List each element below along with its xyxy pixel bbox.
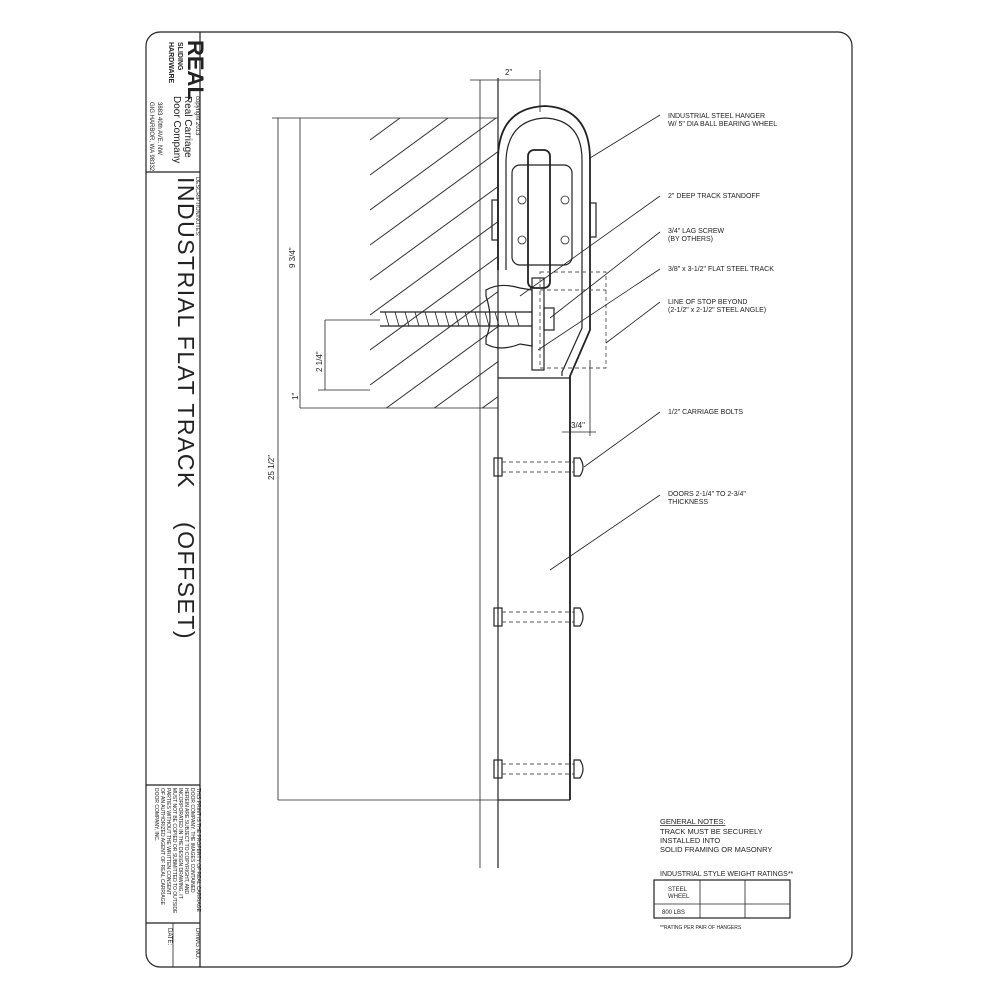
callout-stop-l2: (2-1/2" x 2-1/2" STEEL ANGLE) <box>668 307 766 314</box>
notice-line: OF AN AUTHORIZED AGENT OF REAL CARRIAGE <box>159 788 165 906</box>
general-notes: GENERAL NOTES: TRACK MUST BE SECURELY IN… <box>660 817 772 854</box>
notice-line: PARTIES WITHOUT THE WRITTEN CONSENT <box>165 788 171 895</box>
stop-angle-dashed <box>539 271 607 369</box>
logo-sub-hardware: HARDWARE <box>167 42 174 84</box>
date-label: DATE: <box>166 928 172 946</box>
wall-hatched <box>300 78 499 868</box>
callout-carriage-bolts: 1/2" CARRIAGE BOLTS <box>668 409 743 416</box>
door-panel <box>278 377 584 801</box>
hanger-assembly <box>380 105 607 800</box>
dim-top-to-track: 9 3/4" <box>288 247 297 268</box>
carriage-bolt <box>493 457 584 477</box>
weight-row-label-l1: STEEL <box>668 887 688 893</box>
weight-value: 800 LBS <box>662 910 685 916</box>
weight-row-label-l2: WHEEL <box>668 894 690 900</box>
callout-lag-screw-l1: 3/4" LAG SCREW <box>668 228 725 235</box>
callout-hanger-l2: W/ 5" DIA BALL BEARING WHEEL <box>668 121 777 128</box>
drawing-title: INDUSTRIAL FLAT TRACK <box>173 177 199 489</box>
logo-sub-sliding: SLIDING <box>176 42 183 71</box>
sheet-border <box>145 31 853 968</box>
weight-ratings-table: INDUSTRIAL STYLE WEIGHT RATINGS** STEEL … <box>653 871 794 931</box>
drawing-subtitle: (OFFSET) <box>173 522 199 640</box>
property-notice: THIS PRINT IS THE PROPERTY OF REAL CARRI… <box>153 788 201 914</box>
dim-hanger-width: 2" <box>505 68 512 77</box>
general-notes-line: INSTALLED INTO <box>660 836 720 845</box>
callout-standoff: 2" DEEP TRACK STANDOFF <box>668 193 760 200</box>
hanger-strap-inner <box>505 117 583 376</box>
general-notes-line: TRACK MUST BE SECURELY <box>660 827 763 836</box>
notice-line: DOOR COMPANY. THE IMAGES CONTAINED <box>189 788 195 893</box>
copyright: copyright 2013 <box>194 96 200 136</box>
weight-footnote: **RATING PER PAIR OF HANGERS <box>660 925 742 931</box>
drawing-no-label: DRWG NO. <box>194 928 200 960</box>
flat-steel-track <box>531 277 545 371</box>
dim-offset: 3/4" <box>571 421 585 430</box>
notice-line: HEREIN ARE SUBJECT TO COPYRIGHT, AND <box>183 788 189 895</box>
dimensions: 2" 9 3/4" 2 1/4" 1" 25 1/2" 3/4" <box>267 68 596 868</box>
notice-line: MUST NOT BE COPIED OR SUBMITTED TO OUTSI… <box>171 788 177 914</box>
logo-word: REAL <box>183 40 208 100</box>
weight-ratings-heading: INDUSTRIAL STYLE WEIGHT RATINGS** <box>660 871 794 878</box>
callouts: INDUSTRIAL STEEL HANGER W/ 5" DIA BALL B… <box>519 113 777 571</box>
address-line-1: 3883 40th AVE. NW <box>156 102 162 155</box>
notice-line: DOOR COMPANY, INC. <box>153 788 159 841</box>
address-line-2: GIG HARBOR, WA 98332 <box>148 102 154 172</box>
notice-line: INCORPORATED IN THE DESIGN DRAWING. IT <box>177 788 183 899</box>
dim-overall-height: 25 1/2" <box>267 455 276 480</box>
callout-lag-screw-l2: (BY OTHERS) <box>668 236 713 243</box>
dim-bolt-spacing: 2 1/4" <box>315 351 324 372</box>
description-label: DESCRIPTION/NOTES: <box>194 177 200 237</box>
carriage-bolt <box>493 759 584 779</box>
company-line-1: Real Carriage <box>182 96 193 158</box>
callout-hanger-l1: INDUSTRIAL STEEL HANGER <box>668 113 765 120</box>
hanger-strap <box>497 105 591 800</box>
general-notes-heading: GENERAL NOTES: <box>660 817 726 826</box>
company-line-2: Door Company <box>171 96 182 163</box>
wheel-body <box>511 164 573 266</box>
track-standoff <box>485 284 533 349</box>
notice-line: THIS PRINT IS THE PROPERTY OF REAL CARRI… <box>195 788 201 913</box>
title-block: REAL SLIDING HARDWARE 3883 40th AVE. NW … <box>146 32 208 967</box>
callout-door-l2: THICKNESS <box>668 499 708 506</box>
carriage-bolt <box>493 607 584 627</box>
callout-stop-l1: LINE OF STOP BEYOND <box>668 299 748 306</box>
callout-door-l1: DOORS 2-1/4" TO 2-3/4" <box>668 491 746 498</box>
lag-screw <box>380 307 555 331</box>
callout-track: 3/8" x 3-1/2" FLAT STEEL TRACK <box>668 266 774 273</box>
dim-track-gap: 1" <box>291 393 300 400</box>
general-notes-line: SOLID FRAMING OR MASONRY <box>660 845 772 854</box>
